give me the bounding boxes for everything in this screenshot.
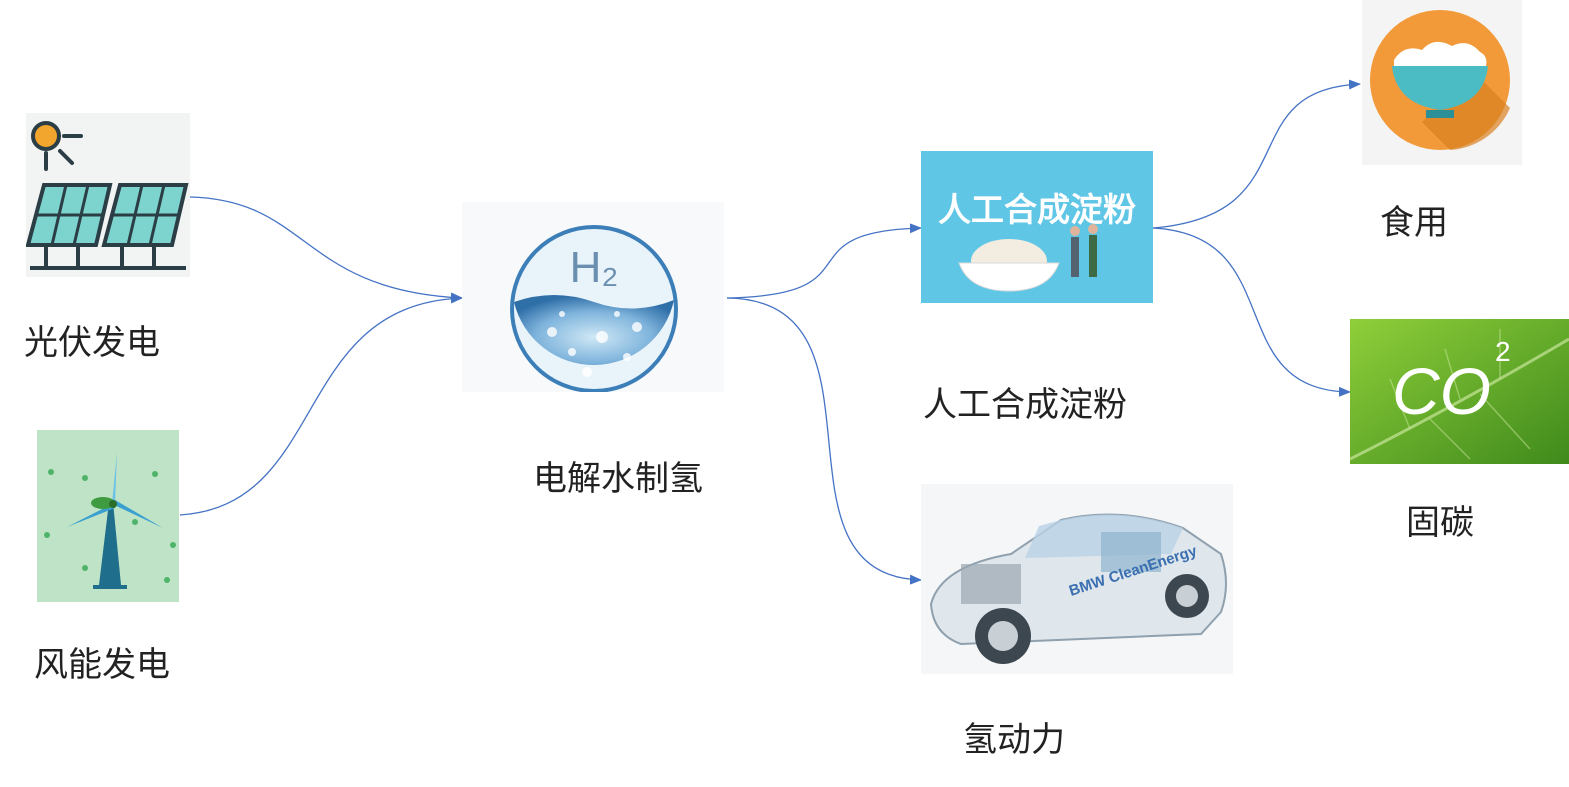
co2-leaf-image: CO 2 <box>1350 319 1569 464</box>
rice-bowl-icon <box>1362 0 1522 165</box>
arrow-starch-to-carbon <box>1152 227 1351 397</box>
starch-label: 人工合成淀粉 <box>923 385 1127 425</box>
hydrogen-bubble-icon: H₂ <box>462 202 724 392</box>
hydrogen-power-label: 氢动力 <box>963 720 1065 760</box>
wind-turbine-icon <box>37 430 179 602</box>
arrow-solar-to-electrolysis <box>189 196 463 303</box>
solar-label: 光伏发电 <box>24 323 160 363</box>
carbon-label: 固碳 <box>1406 503 1474 543</box>
co2-superscript: 2 <box>1495 336 1511 367</box>
arrow-starch-to-food <box>1152 79 1361 229</box>
h2-text: H₂ <box>570 243 619 292</box>
starch-bowl-image: 人工合成淀粉 <box>921 151 1153 303</box>
wind-label: 风能发电 <box>34 645 170 685</box>
solar-panel-icon <box>26 113 190 277</box>
hydrogen-car-image: BMW CleanEnergy <box>921 484 1233 674</box>
co2-text: CO <box>1392 354 1491 428</box>
arrow-electrolysis-to-starch <box>726 223 922 299</box>
starch-banner-text: 人工合成淀粉 <box>938 190 1136 229</box>
arrow-electrolysis-to-hydrogen-power <box>726 297 922 585</box>
food-label: 食用 <box>1380 203 1448 243</box>
arrow-wind-to-electrolysis <box>179 293 463 516</box>
electrolysis-label: 电解水制氢 <box>533 459 703 499</box>
